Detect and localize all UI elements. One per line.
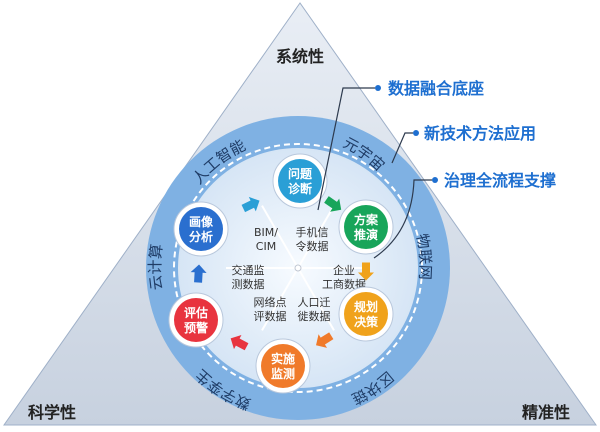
ring-label-iot: 物联网 [413,232,435,280]
ring-dashed-border [173,143,423,393]
data-sector-label: 手机信令数据 [296,225,329,253]
callout-dot-governance [432,177,438,183]
sector-divider [297,205,335,269]
cycle-arrow [230,334,249,351]
data-sector-label: 交通监测数据 [232,263,265,291]
corner-label-precise: 精准性 [522,403,570,422]
corner-label-systematic: 系统性 [276,47,324,66]
sector-dividers [226,205,370,331]
cycle-node: 规划决策 [338,286,394,342]
center-hub [294,264,302,272]
cycle-arrow [241,196,260,213]
cycle-arrow [316,332,334,348]
cycle-arrow [190,264,207,283]
data-sector-label: 企业工商数据 [322,263,366,291]
cycle-node-circle [174,298,218,342]
callout-data-base: 数据融合底座 [388,79,484,98]
callout-line-data-base [317,87,375,211]
corner-label-scientific: 科学性 [28,403,76,422]
cycle-node-label: 方案推演 [354,212,379,242]
data-sector-label: 网络点评数据 [254,295,287,323]
sector-divider [261,205,299,269]
cycle-node-circle [344,292,388,336]
callout-dot-data-base [375,85,381,91]
callout-dot-new-tech [413,130,419,136]
cycle-node-label: 画像分析 [189,214,214,244]
cycle-node: 实施监测 [255,338,311,394]
data-sector-label: 人口迁徙数据 [298,296,331,323]
cycle-node-circle [261,344,305,388]
sector-divider [297,267,335,331]
cycle-node: 问题诊断 [272,153,328,209]
cycle-node-label: 评估预警 [184,305,208,335]
cycle-node: 评估预警 [168,292,224,348]
cycle-node-circle [344,205,388,249]
cycle-node-label: 规划决策 [354,299,379,329]
cycle-arrows [190,196,374,351]
cycle-node: 方案推演 [338,199,394,255]
cycle-node-label: 实施监测 [271,351,295,381]
cycle-arrow [324,196,342,212]
callout-new-tech: 新技术方法应用 [424,124,536,143]
cycle-node-circle [278,159,322,203]
callout-line-governance [373,179,432,259]
sector-divider [261,267,299,331]
data-sector-label: BIM/CIM [254,226,278,253]
cycle-node: 画像分析 [173,201,229,257]
callout-line-new-tech [391,132,413,164]
cycle-node-label: 问题诊断 [288,166,313,196]
ring-label-cloud: 云计算 [146,243,166,291]
cycle-node-circle [179,207,223,251]
cycle-arrow [358,262,374,281]
callout-governance: 治理全流程支撑 [444,171,556,190]
